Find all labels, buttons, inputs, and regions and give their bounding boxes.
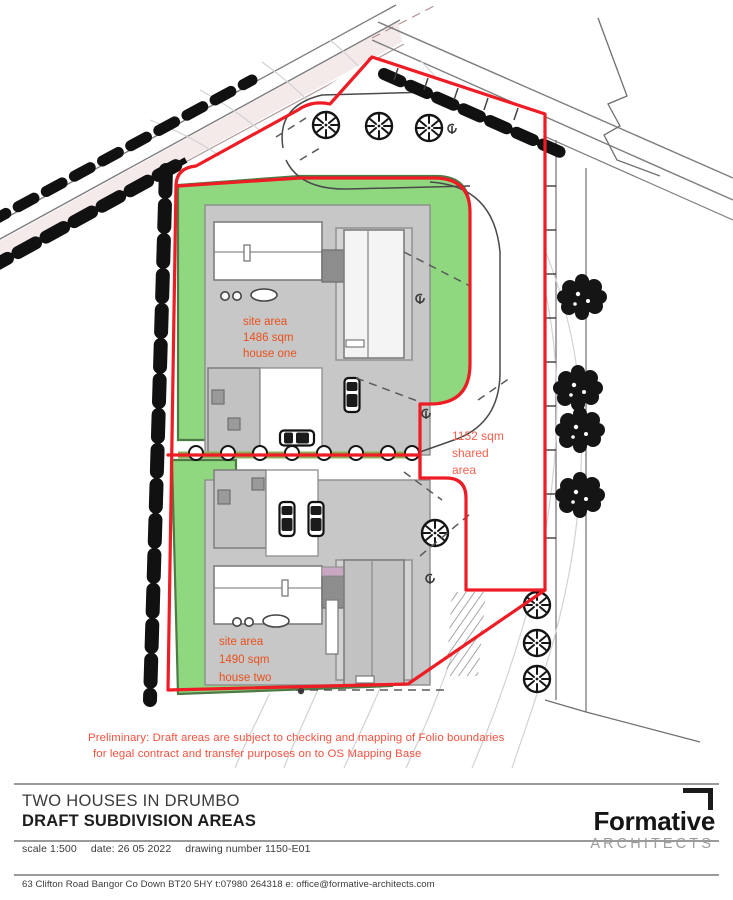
drawing-metadata: scale 1:500 date: 26 05 2022 drawing num… (22, 843, 322, 855)
retained-trees-east (553, 274, 607, 518)
site-plan: site area 1486 sqm house one site area 1… (0, 4, 733, 769)
site-boundary-red (174, 55, 547, 592)
logo-wordmark: Formative (593, 806, 715, 836)
drawing-number-label: drawing number 1150-E01 (185, 843, 311, 855)
logo-subtitle: ARCHITECTS (590, 836, 714, 852)
drawing-title: DRAFT SUBDIVISION AREAS (22, 812, 257, 830)
practice-contact-details: 63 Clifton Road Bangor Co Down BT20 5HY … (22, 879, 435, 890)
shared-line3: area (452, 463, 476, 477)
hedge-roadside-outer (0, 74, 258, 223)
titleblock-rule-bottom (14, 874, 719, 876)
corner-bracket-icon (683, 788, 713, 810)
house-one-line2: 1486 sqm (243, 332, 294, 344)
titleblock-rule-top (14, 783, 719, 785)
shared-line1: 1152 sqm (452, 429, 504, 443)
service-runs (275, 117, 511, 691)
house-two-line3: house two (219, 672, 271, 684)
project-title: TWO HOUSES IN DRUMBO (22, 792, 240, 810)
preliminary-note-line2: for legal contract and transfer purposes… (93, 747, 422, 760)
house-two-line2: 1490 sqm (219, 654, 270, 666)
shared-line2: shared (452, 446, 489, 460)
house-one-line3: house one (243, 348, 297, 360)
dwelling-house-two (213, 469, 405, 686)
preliminary-note-line1: Preliminary: Draft areas are subject to … (88, 732, 505, 744)
boundary-ticks-ne (393, 67, 519, 121)
house-two-line1: site area (219, 636, 264, 648)
house-one-line1: site area (243, 316, 288, 328)
site-boundary-detail (166, 184, 547, 692)
preliminary-note: Preliminary: Draft areas are subject to … (88, 731, 688, 762)
practice-logo: Formative ARCHITECTS (547, 786, 715, 858)
scale-label: scale 1:500 (22, 843, 77, 855)
hedge-western-boundary (143, 163, 173, 707)
label-shared-area: 1152 sqm shared area (452, 429, 504, 477)
hatched-embankment (446, 592, 486, 676)
hedge-roadside-nw (0, 153, 193, 270)
dwelling-house-one (207, 221, 405, 455)
hedge-roadside-ne (378, 68, 566, 158)
titleblock-rule-mid (14, 840, 719, 842)
label-house-two: site area 1490 sqm house two (219, 636, 271, 684)
site-plan-graphic: site area 1486 sqm house one site area 1… (0, 4, 733, 769)
trees-north-garden (311, 110, 444, 143)
label-house-one: site area 1486 sqm house one (243, 316, 297, 360)
service-markers (297, 123, 457, 695)
title-block: TWO HOUSES IN DRUMBO DRAFT SUBDIVISION A… (0, 780, 733, 900)
boundary-ticks (545, 185, 556, 539)
date-label: date: 26 05 2022 (90, 843, 172, 855)
